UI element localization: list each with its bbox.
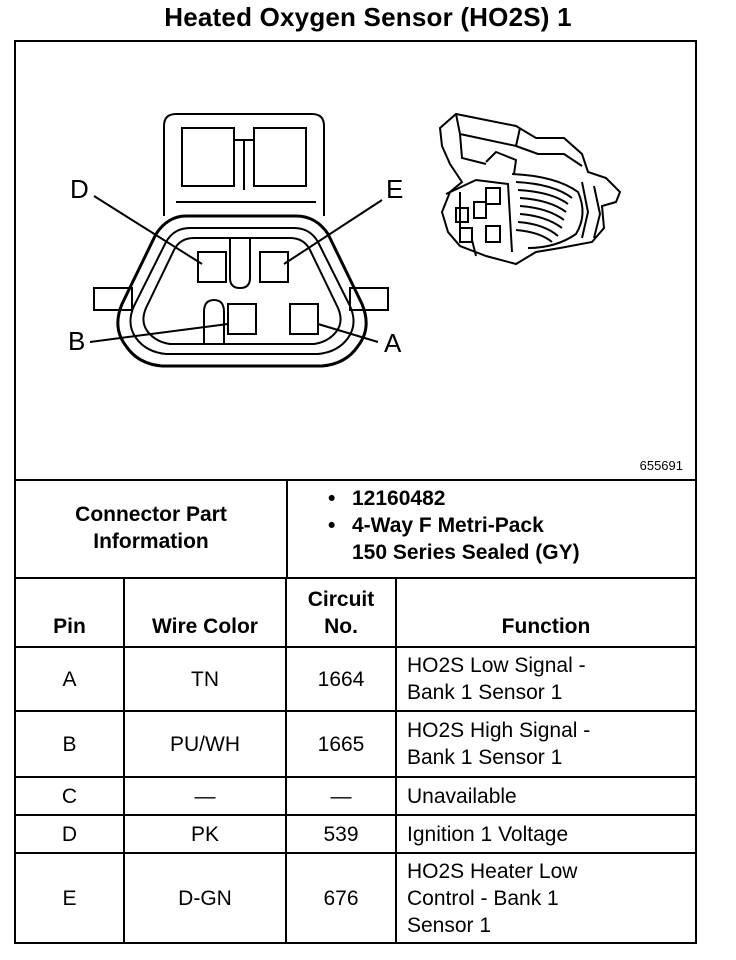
- connector-info-label-line2: Information: [93, 530, 209, 553]
- connector-body-outer: [116, 214, 368, 368]
- connector-figure: D E B A: [16, 42, 695, 481]
- wire-color-cell: PU/WH: [123, 710, 287, 778]
- function-line: Bank 1 Sensor 1: [407, 746, 563, 769]
- connector-info-list: 12160482 4-Way F Metri-Pack 150 Series S…: [328, 485, 580, 566]
- wire-color-cell: D-GN: [123, 852, 287, 943]
- connector-info-label-line1: Connector Part: [75, 503, 227, 526]
- pin-cell: B: [16, 710, 125, 778]
- figure-id: 655691: [639, 458, 683, 473]
- function-line: HO2S Low Signal -: [407, 654, 586, 677]
- latch-right-window: [253, 127, 307, 187]
- cavity-e: [259, 251, 289, 283]
- pin-label-e: E: [386, 174, 403, 204]
- leader-e: [283, 199, 383, 265]
- diagram-frame: D E B A: [14, 40, 697, 944]
- pin-label-d: D: [70, 174, 89, 204]
- cavity-a: [289, 303, 319, 335]
- function-cell: HO2S Low Signal - Bank 1 Sensor 1: [395, 646, 695, 712]
- function-cell: Unavailable: [395, 776, 695, 816]
- leader-b: [89, 323, 229, 343]
- circuit-cell: 676: [285, 852, 397, 943]
- function-line: Bank 1 Sensor 1: [407, 681, 563, 704]
- table-header-row: Pin Wire Color Circuit No. Function: [16, 577, 695, 648]
- leader-d: [93, 195, 203, 265]
- table-row: C — — Unavailable: [16, 776, 695, 816]
- function-line: Sensor 1: [407, 914, 492, 937]
- header-circuit: Circuit No.: [285, 577, 397, 648]
- latch-tab: [234, 139, 254, 190]
- pin-cell: E: [16, 852, 125, 943]
- wire-color-cell: TN: [123, 646, 287, 712]
- wire-color-cell: PK: [123, 814, 287, 854]
- header-circuit-line2: No.: [324, 615, 358, 638]
- header-circuit-line1: Circuit: [307, 588, 375, 611]
- pin-cell: C: [16, 776, 125, 816]
- table-row: D PK 539 Ignition 1 Voltage: [16, 814, 695, 854]
- connector-body-mid: [129, 227, 355, 355]
- left-ear: [93, 287, 133, 311]
- connector-series: 150 Series Sealed (GY): [352, 541, 580, 564]
- connector-part-info: Connector Part Information 12160482 4-Wa…: [16, 479, 695, 579]
- key-slot: [229, 238, 251, 290]
- connector-isometric: [438, 112, 622, 266]
- circuit-cell: 1664: [285, 646, 397, 712]
- function-cell: HO2S High Signal - Bank 1 Sensor 1: [395, 710, 695, 778]
- function-cell: HO2S Heater Low Control - Bank 1 Sensor …: [395, 852, 695, 943]
- function-cell: Ignition 1 Voltage: [395, 814, 695, 854]
- table-row: E D-GN 676 HO2S Heater Low Control - Ban…: [16, 852, 695, 943]
- right-ear: [349, 287, 389, 311]
- pin-label-a: A: [384, 328, 402, 358]
- leader-a: [317, 323, 379, 343]
- part-number: 12160482: [328, 485, 580, 512]
- circuit-cell: 1665: [285, 710, 397, 778]
- cavity-c: [203, 298, 225, 344]
- function-line: HO2S High Signal -: [407, 719, 591, 742]
- function-line: Control - Bank 1: [407, 887, 559, 910]
- wire-color-cell: —: [123, 776, 287, 816]
- header-pin: Pin: [16, 577, 125, 648]
- circuit-cell: 539: [285, 814, 397, 854]
- header-wire-color: Wire Color: [123, 577, 287, 648]
- pin-label-b: B: [68, 326, 85, 356]
- function-line: HO2S Heater Low: [407, 860, 578, 883]
- table-row: A TN 1664 HO2S Low Signal - Bank 1 Senso…: [16, 646, 695, 712]
- connector-info-label: Connector Part Information: [16, 479, 288, 577]
- connector-body-inner: [142, 237, 342, 345]
- connector-drawing: D E B A: [68, 112, 622, 368]
- pinout-table: Pin Wire Color Circuit No. Function A TN…: [16, 577, 695, 943]
- pin-cell: D: [16, 814, 125, 854]
- table-row: B PU/WH 1665 HO2S High Signal - Bank 1 S…: [16, 710, 695, 778]
- circuit-cell: —: [285, 776, 397, 816]
- cavity-d: [197, 251, 227, 283]
- header-function: Function: [395, 577, 695, 648]
- pin-cell: A: [16, 646, 125, 712]
- cavity-b: [227, 303, 257, 335]
- latch-housing: [163, 113, 325, 216]
- latch-left-window: [181, 127, 235, 187]
- connector-type: 4-Way F Metri-Pack: [328, 512, 580, 539]
- page-title: Heated Oxygen Sensor (HO2S) 1: [164, 2, 572, 32]
